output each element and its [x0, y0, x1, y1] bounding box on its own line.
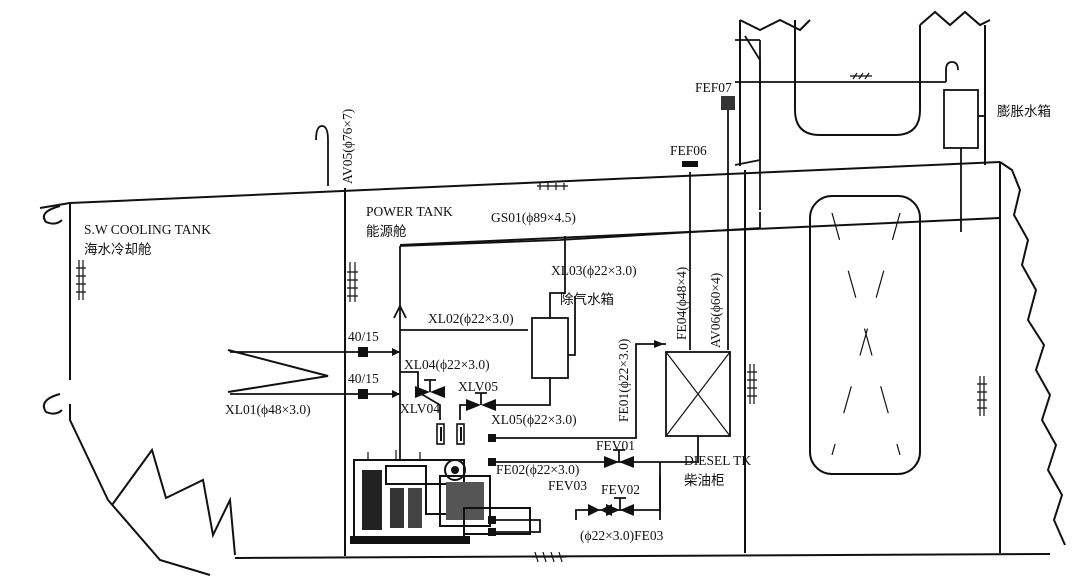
label-diesel-en: DIESEL TK: [684, 453, 751, 468]
labels: AV05(ϕ76×7) S.W COOLING TANK 海水冷却舱 POWER…: [84, 80, 1051, 543]
label-gs01: GS01(ϕ89×4.5): [491, 210, 576, 225]
label-fef06: FEF06: [670, 143, 707, 158]
label-sw-cooling-cn: 海水冷却舱: [84, 242, 152, 258]
label-fe03: (ϕ22×3.0)FE03: [580, 528, 664, 543]
label-power-tank-en: POWER TANK: [366, 204, 453, 219]
label-expansion-tank: 膨胀水箱: [997, 104, 1051, 120]
label-xlv05: XLV05: [458, 379, 498, 394]
label-xl01: XL01(ϕ48×3.0): [225, 402, 311, 417]
label-deaerator: 除气水箱: [560, 292, 614, 308]
label-fev01: FEV01: [596, 438, 635, 453]
label-xlv04: XLV04: [400, 401, 440, 416]
fef06-vent-icon: [682, 161, 698, 167]
flange-upper-icon: [358, 347, 368, 357]
label-av05: AV05(ϕ76×7): [340, 109, 355, 184]
label-fev02: FEV02: [601, 482, 640, 497]
generator-set-icon: [350, 450, 531, 544]
label-diesel-cn: 柴油柜: [684, 473, 725, 489]
label-fef07: FEF07: [695, 80, 732, 95]
label-fe02: FE02(ϕ22×3.0): [496, 462, 579, 477]
label-fev03: FEV03: [548, 478, 587, 493]
label-power-tank-cn: 能源舱: [366, 224, 407, 240]
label-av06: AV06(ϕ60×4): [708, 273, 723, 348]
piping: [227, 35, 985, 536]
label-fe04: FE04(ϕ48×4): [674, 267, 689, 340]
label-xl04: XL04(ϕ22×3.0): [404, 357, 490, 372]
label-fe01: FE01(ϕ22×3.0): [616, 339, 631, 422]
valve-xlv04-icon[interactable]: [415, 379, 445, 398]
flange-lower-icon: [358, 389, 368, 399]
valve-xlv05-icon[interactable]: [466, 392, 496, 411]
label-xl05: XL05(ϕ22×3.0): [491, 412, 577, 427]
label-xl03: XL03(ϕ22×3.0): [551, 263, 637, 278]
valve-fev01-icon[interactable]: [604, 449, 634, 468]
label-flange-lower: 40/15: [348, 371, 379, 386]
label-sw-cooling-en: S.W COOLING TANK: [84, 222, 211, 237]
valve-fev02-icon[interactable]: [606, 497, 634, 516]
valve-fev03-icon[interactable]: [588, 504, 612, 516]
fef07-vent-icon: [721, 96, 735, 110]
label-flange-upper: 40/15: [348, 329, 379, 344]
label-xl02: XL02(ϕ22×3.0): [428, 311, 514, 326]
